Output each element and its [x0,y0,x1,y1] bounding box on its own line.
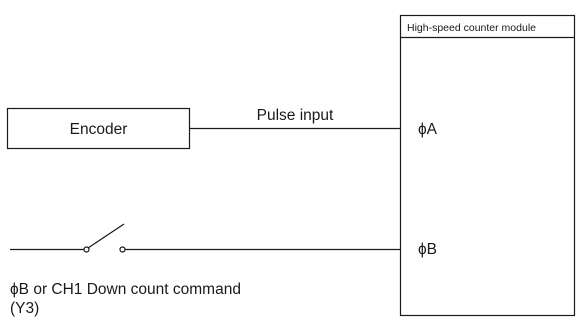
switch-lever [87,223,125,249]
encoder-block: Encoder [6,107,191,150]
module-body [399,14,576,317]
pulse-input-wire: Pulse input [189,107,401,130]
module-title: High-speed counter module [407,22,536,34]
port-phase-a-label: ϕA [418,121,438,138]
switch-caption-line2: (Y3) [10,300,39,317]
switch-caption-line1: ϕB or CH1 Down count command [10,281,241,298]
encoder-label: Encoder [70,121,128,138]
high-speed-counter-module: High-speed counter module ϕA ϕB [399,14,576,317]
switch-contact-right [119,246,126,253]
port-phase-b-label: ϕB [418,241,437,258]
pulse-input-label: Pulse input [257,107,334,124]
switch-contact-left [83,246,90,253]
down-count-switch-circuit: ϕB or CH1 Down count command (Y3) [10,223,401,317]
